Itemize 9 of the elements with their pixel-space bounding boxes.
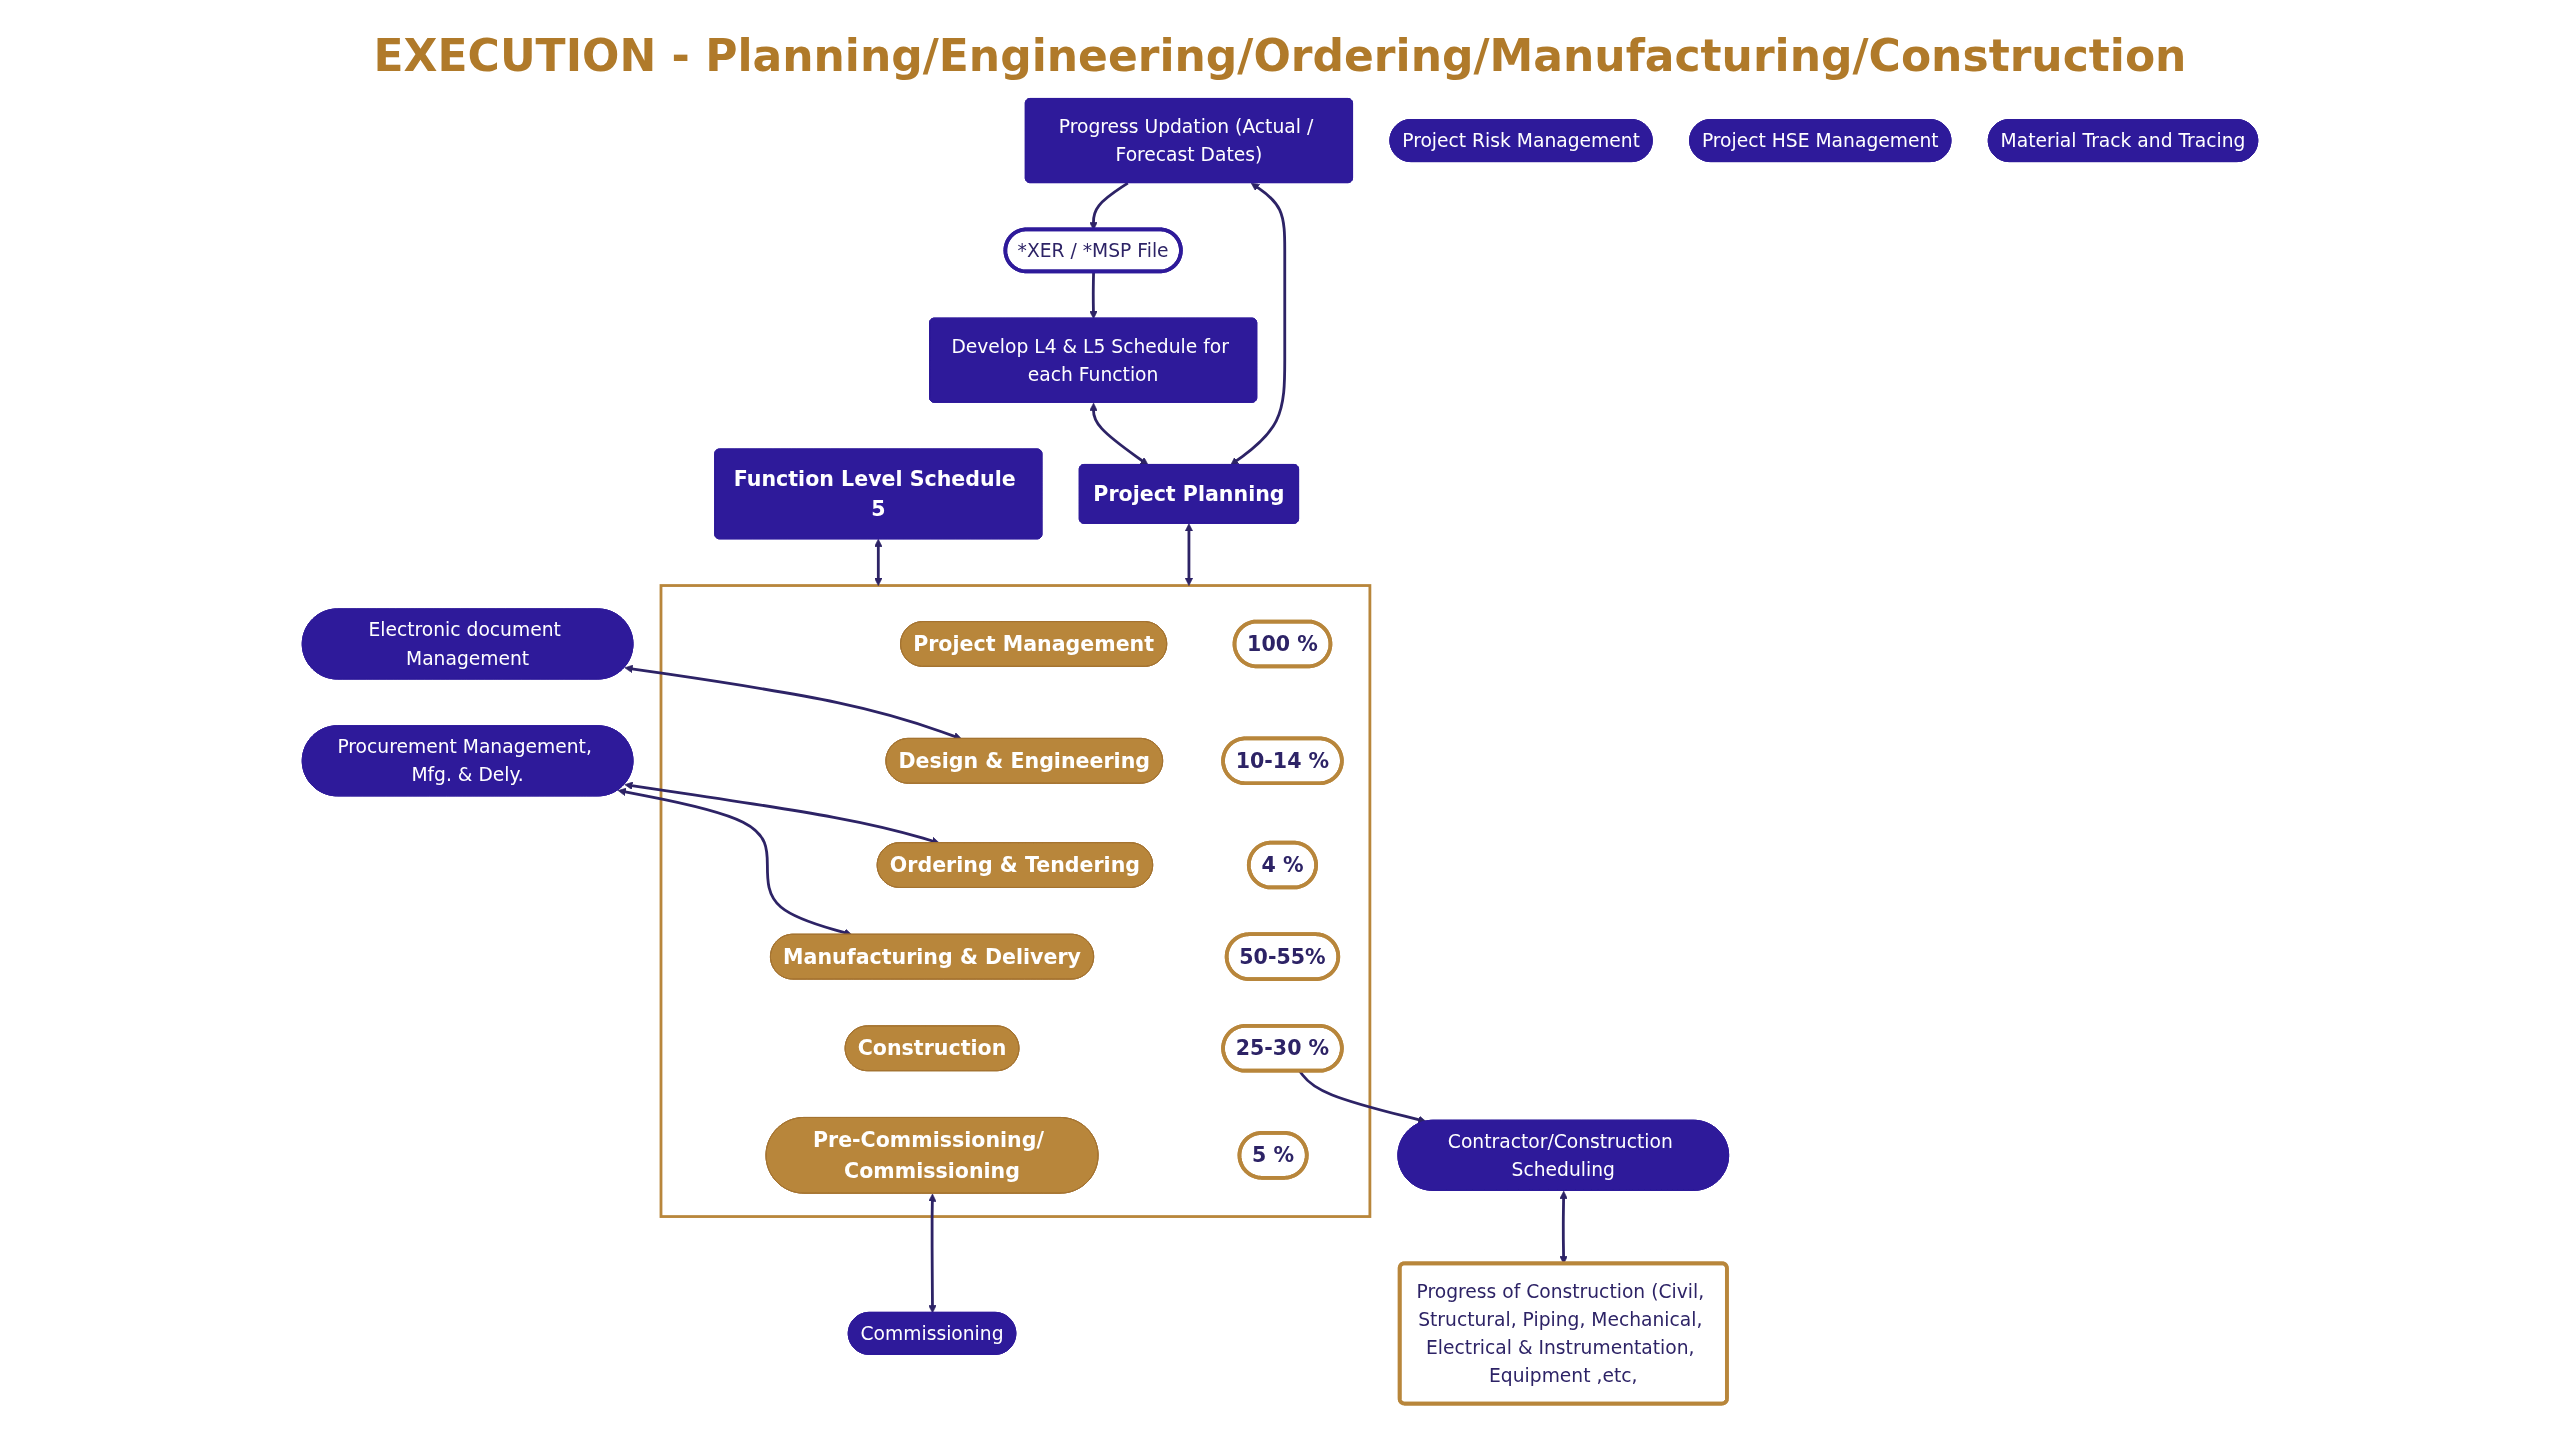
arrow [874,538,883,586]
arrow [1184,523,1194,586]
cluster [659,584,1372,1218]
arrow [1230,182,1287,466]
arrow [1089,271,1098,319]
arrow [1089,402,1149,466]
arrow [928,1193,937,1314]
arrow [1298,1070,1427,1124]
diagram-title: EXECUTION - Planning/Engineering/Ordering/Manufacturing/Construction [372,30,2188,81]
